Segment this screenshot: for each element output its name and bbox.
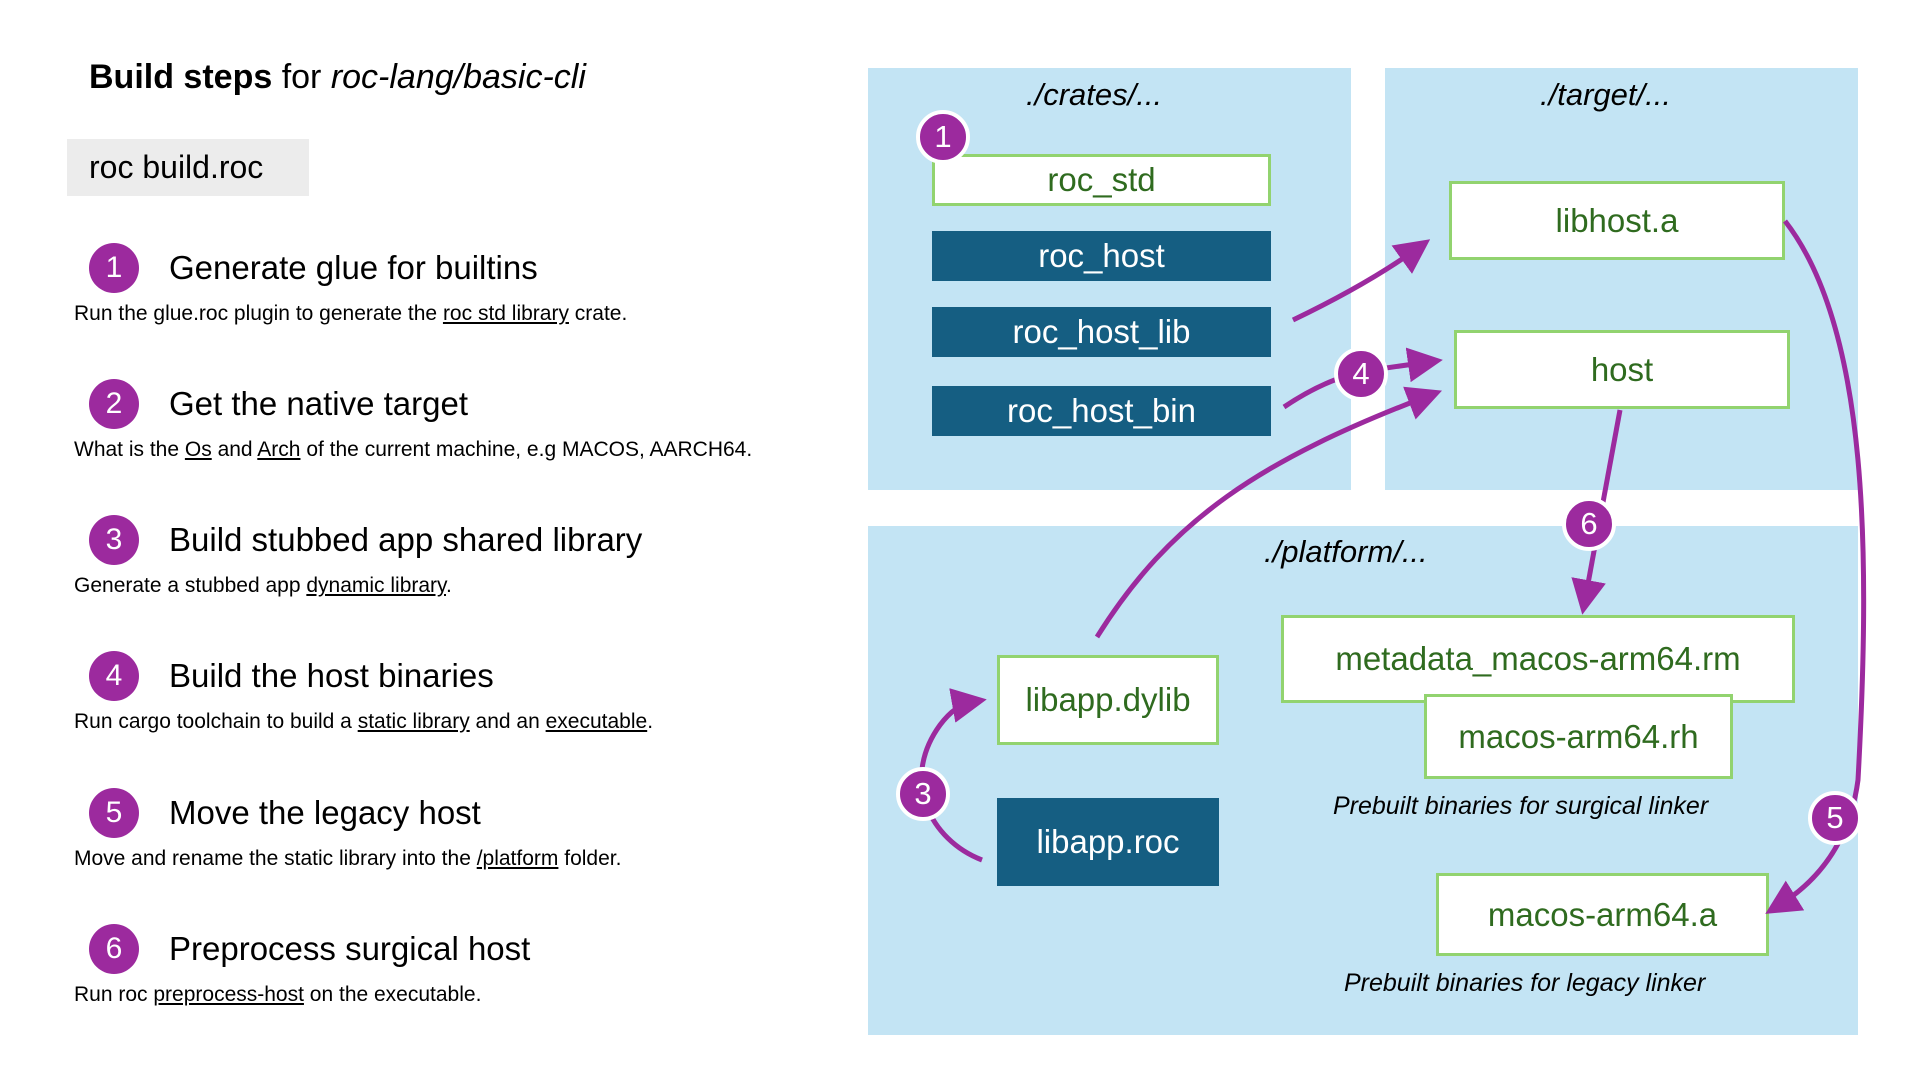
step-3: 3 Build stubbed app shared library Gener… [74,513,839,597]
title-repo: roc-lang/basic-cli [330,58,586,96]
roc-host-lib-box: roc_host_lib [932,307,1271,357]
step-4: 4 Build the host binaries Run cargo tool… [74,649,839,733]
step-5: 5 Move the legacy host Move and rename t… [74,786,839,870]
step-number-badge: 5 [89,788,139,838]
legacy-host-box: macos-arm64.a [1436,873,1769,956]
roc-std-box: roc_std [932,154,1271,206]
link-preprocess-host[interactable]: preprocess-host [153,983,304,1006]
step-description: What is the Os and Arch of the current m… [74,438,753,461]
libapp-dylib-box: libapp.dylib [997,655,1219,745]
step-title: Move the legacy host [169,794,481,831]
step-title: Build the host binaries [169,657,494,694]
title-mid: for [272,58,331,96]
step-title: Get the native target [169,385,469,422]
crates-panel-label: ./crates/... [1026,77,1163,112]
libapp-roc-box: libapp.roc [997,798,1219,886]
link-platform[interactable]: /platform [476,847,559,870]
step-6: 6 Preprocess surgical host Run roc prepr… [74,922,839,1006]
target-panel [1385,68,1858,490]
step-description: Run cargo toolchain to build a static li… [74,710,654,733]
step-description: Move and rename the static library into … [74,847,622,870]
title-bold: Build steps [89,58,273,96]
step-number-badge: 2 [89,379,139,429]
step-number-badge: 6 [89,924,139,974]
step-title: Build stubbed app shared library [169,521,643,558]
page-title: Build steps for roc-lang/basic-cli [89,58,586,97]
target-panel-label: ./target/... [1540,77,1671,112]
roc-host-box: roc_host [932,231,1271,281]
diagram-badge-1: 1 [916,110,970,164]
libhost-box: libhost.a [1449,181,1785,260]
diagram-badge-3: 3 [896,767,950,821]
link-arch[interactable]: Arch [257,438,301,461]
legacy-linker-caption: Prebuilt binaries for legacy linker [1344,969,1706,997]
surgical-linker-caption: Prebuilt binaries for surgical linker [1333,792,1709,820]
step-2: 2 Get the native target What is the Os a… [74,377,839,461]
platform-panel [868,526,1858,1035]
host-box: host [1454,330,1790,409]
command-block: roc build.roc [67,139,309,196]
roc-host-bin-box: roc_host_bin [932,386,1271,436]
step-title: Generate glue for builtins [169,249,538,286]
link-executable[interactable]: executable [545,710,648,733]
step-description: Generate a stubbed app dynamic library. [74,574,452,597]
link-static-library[interactable]: static library [357,710,470,733]
diagram-badge-6: 6 [1562,497,1616,551]
step-description: Run roc preprocess-host on the executabl… [74,983,482,1006]
link-os[interactable]: Os [184,438,212,461]
platform-panel-label: ./platform/... [1264,534,1428,569]
step-number-badge: 1 [89,243,139,293]
step-description: Run the glue.roc plugin to generate the … [74,302,628,325]
step-1: 1 Generate glue for builtins Run the glu… [74,241,839,325]
link-roc-std-library[interactable]: roc std library [442,302,569,325]
link-dynamic-library[interactable]: dynamic library [306,574,446,597]
step-number-badge: 4 [89,651,139,701]
step-title: Preprocess surgical host [169,930,531,967]
metadata-box: metadata_macos-arm64.rm [1281,615,1795,703]
diagram-badge-5: 5 [1808,791,1862,845]
step-number-badge: 3 [89,515,139,565]
rh-box: macos-arm64.rh [1424,694,1733,779]
diagram-badge-4: 4 [1334,347,1388,401]
